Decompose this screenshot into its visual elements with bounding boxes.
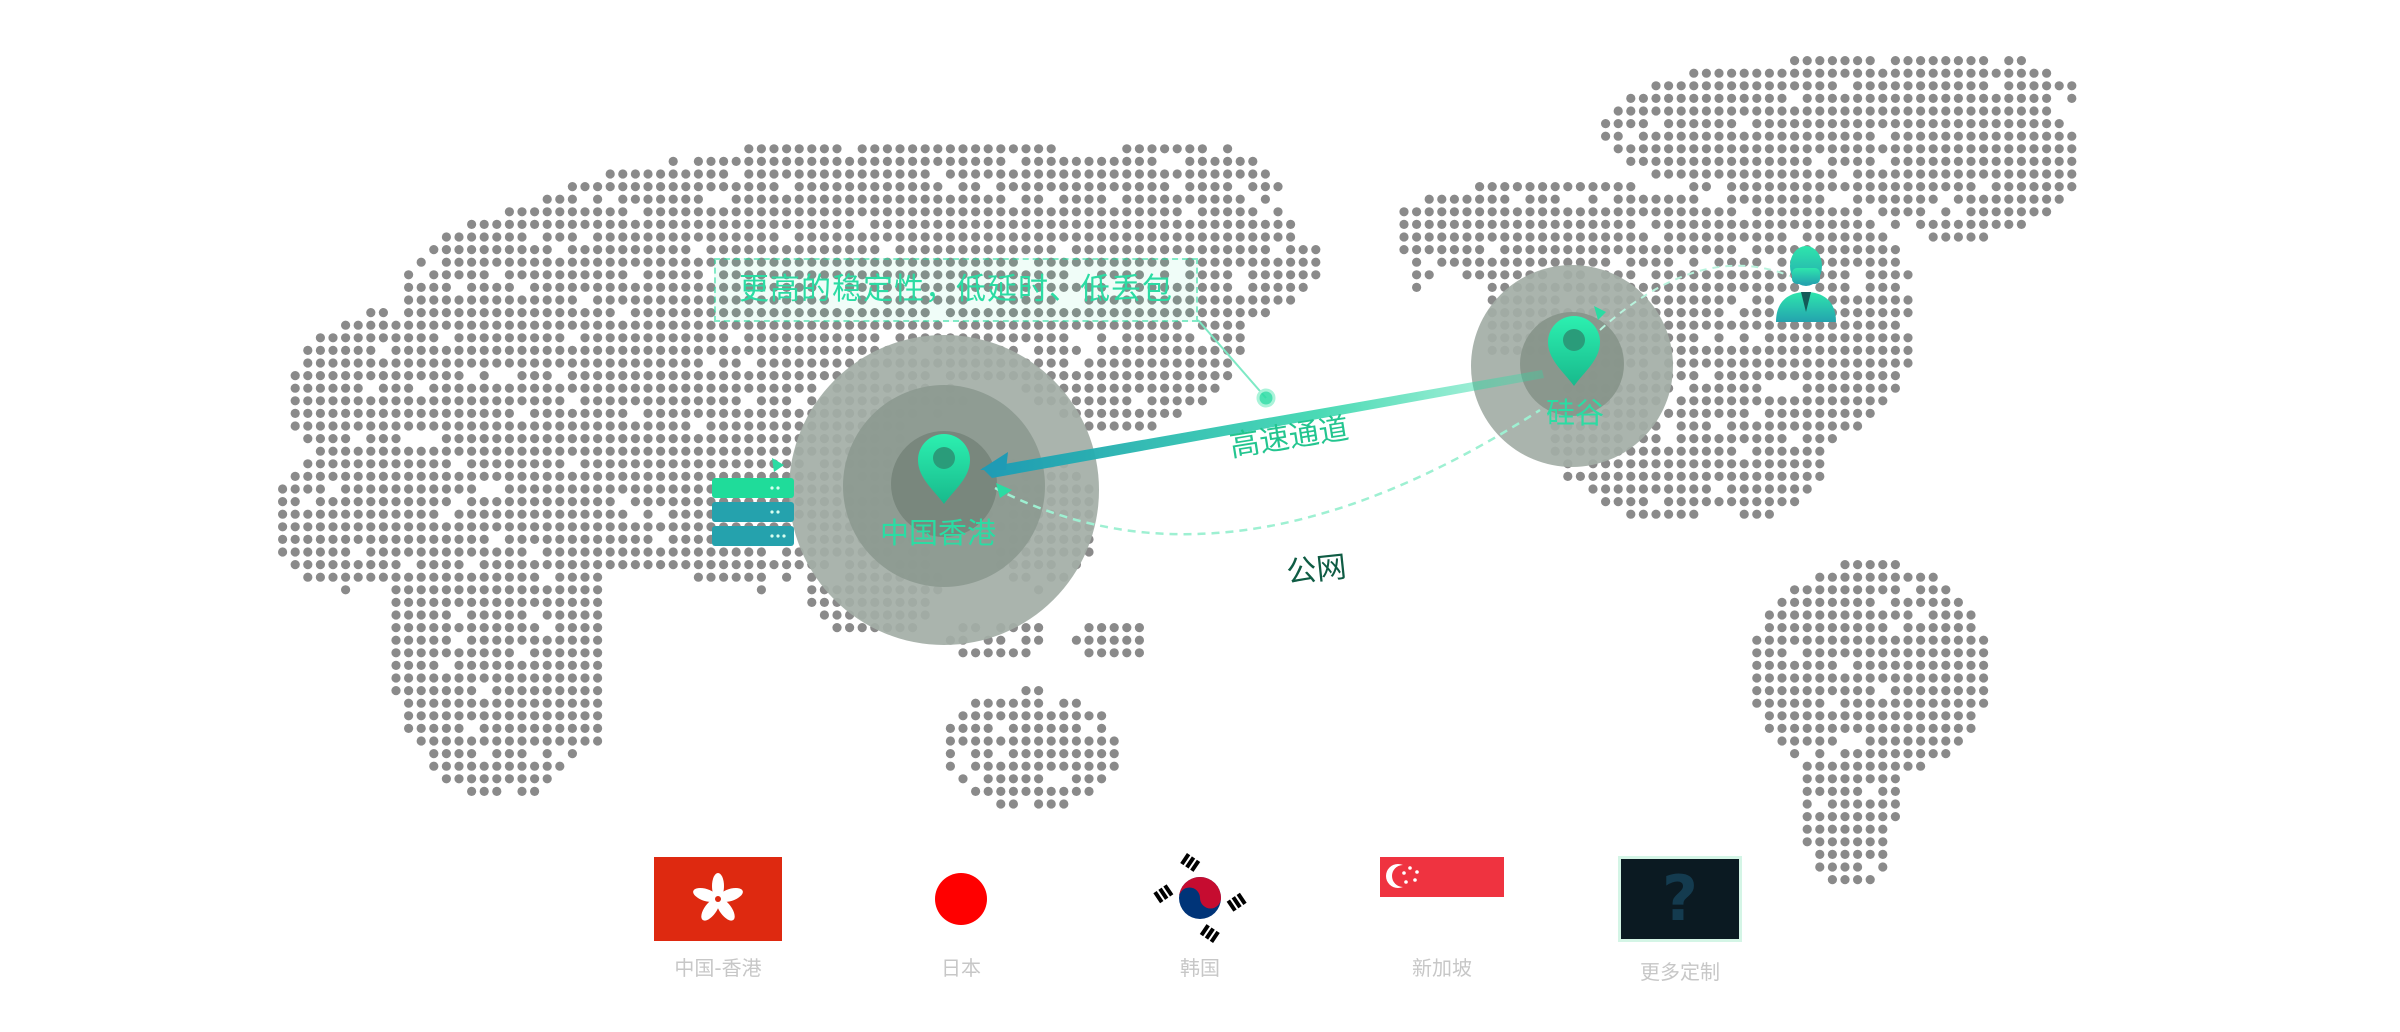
flag-jp-art [935,873,987,925]
fast-channel-beam [982,370,1544,478]
flag-item-jp[interactable]: 日本 [881,856,1041,986]
tagline-text: 更高的稳定性，低延时、低丢包 [739,272,1173,307]
sparkle-arrow-icon [1594,306,1606,320]
flag-label: 中国-香港 [674,956,762,980]
user-link-route [1599,264,1791,331]
flag-hk-art [654,857,782,941]
flag-label: 更多定制 [1640,960,1720,984]
location-pin-icon [1548,316,1600,386]
flag-label: 韩国 [1180,956,1220,980]
flag-item-kr[interactable]: 韩国 [1120,856,1280,986]
fast-channel-arrow-icon [980,452,1008,470]
tagline-anchor-dot [1256,388,1276,408]
node-label-silicon-valley: 硅谷 [1546,396,1605,430]
bauhinia-icon [693,873,743,921]
public-network-route [994,408,1541,536]
flag-item-sg[interactable]: 新加坡 [1362,856,1522,986]
tagline-callout: 更高的稳定性，低延时、低丢包 [714,258,1198,322]
route-arrow-icon [996,483,1012,498]
flag-kr-art [1153,852,1247,944]
tagline-leader-line [1197,319,1267,399]
flag-item-hk[interactable]: 中国-香港 [638,856,798,986]
user-icon [1776,246,1836,322]
flag-item-more[interactable]: ? 更多定制 [1600,856,1760,986]
location-pin-icon [918,434,970,504]
server-stack-icon [712,458,794,546]
question-icon: ? [1618,856,1742,942]
flag-sg-art [1380,857,1504,897]
flag-label: 新加坡 [1412,956,1472,980]
flag-label: 日本 [941,956,981,980]
node-label-hong-kong: 中国香港 [880,516,997,550]
